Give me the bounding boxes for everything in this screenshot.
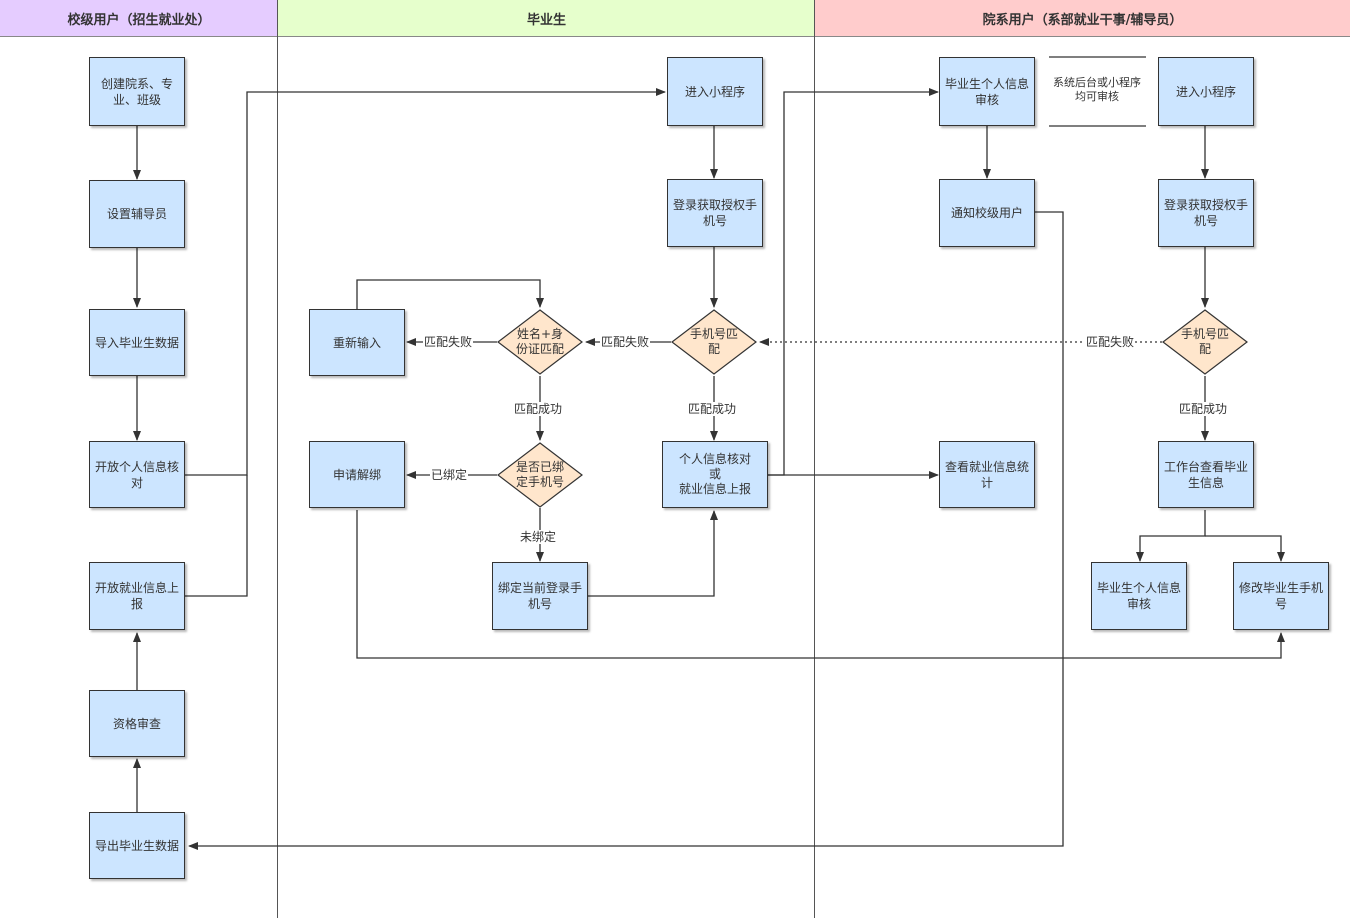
edge-label-success-dept: 匹配成功	[1178, 402, 1229, 416]
node-open-employment[interactable]: 开放就业信息上报	[89, 562, 185, 630]
node-dept-review[interactable]: 毕业生个人信息审核	[939, 57, 1035, 126]
edge-check-to-review	[768, 88, 939, 476]
edge-workbench-modify	[1205, 535, 1285, 562]
lane-divider-2	[814, 0, 815, 918]
node-personal-check[interactable]: 个人信息核对 或 就业信息上报	[662, 441, 768, 508]
edge-openemp-to-enter	[185, 475, 248, 597]
edge-open-to-enter	[185, 88, 666, 476]
node-dept-review2[interactable]: 毕业生个人信息审核	[1091, 562, 1187, 630]
edge-label-fail-dept: 匹配失败	[1085, 335, 1136, 349]
edge-label-bound: 已绑定	[430, 468, 469, 482]
note-review-either: 系统后台或小程序均可审核	[1053, 76, 1141, 103]
decision-label: 姓名+身份证匹配	[515, 327, 564, 356]
node-open-personal[interactable]: 开放个人信息核对	[89, 441, 185, 508]
node-view-stats[interactable]: 查看就业信息统计	[939, 441, 1035, 508]
node-grad-login[interactable]: 登录获取授权手机号	[667, 179, 763, 247]
diamond-shape	[1162, 309, 1248, 375]
node-grad-enter[interactable]: 进入小程序	[667, 57, 763, 126]
edge-unbind-to-modify	[356, 510, 1285, 659]
decision-dept-phone-match[interactable]: 手机号匹配	[1162, 309, 1248, 375]
diamond-shape	[671, 309, 757, 375]
lane-header-department: 院系用户（系部就业干事/辅导员）	[815, 0, 1350, 37]
edge-label-unbound: 未绑定	[519, 530, 558, 544]
lane-header-school: 校级用户（招生就业处）	[0, 0, 278, 37]
edge-label-fail-grad: 匹配失败	[600, 335, 651, 349]
lane-divider-1	[277, 0, 278, 918]
decision-is-bound[interactable]: 是否已绑定手机号	[497, 442, 583, 508]
node-dept-enter[interactable]: 进入小程序	[1158, 57, 1254, 126]
diamond-shape	[497, 442, 583, 508]
node-notify-school[interactable]: 通知校级用户	[939, 179, 1035, 247]
node-dept-login[interactable]: 登录获取授权手机号	[1158, 179, 1254, 247]
node-reenter[interactable]: 重新输入	[309, 309, 405, 376]
lane-header-graduate: 毕业生	[278, 0, 815, 37]
node-apply-unbind[interactable]: 申请解绑	[309, 441, 405, 508]
node-modify-phone[interactable]: 修改毕业生手机号	[1233, 562, 1329, 630]
node-import-grad[interactable]: 导入毕业生数据	[89, 309, 185, 376]
edge-label-fail-nameid: 匹配失败	[423, 335, 474, 349]
decision-label: 手机号匹配	[1180, 327, 1229, 356]
edge-bind-to-check	[588, 510, 718, 597]
node-create-dept[interactable]: 创建院系、专业、班级	[89, 57, 185, 126]
node-bind-phone[interactable]: 绑定当前登录手机号	[492, 562, 588, 630]
edge-label-success-nameid: 匹配成功	[513, 402, 564, 416]
decision-label: 手机号匹配	[689, 327, 738, 356]
edge-reenter-back	[356, 279, 544, 309]
edge-workbench-branch	[1136, 510, 1206, 562]
decision-name-id-match[interactable]: 姓名+身份证匹配	[497, 309, 583, 375]
decision-grad-phone-match[interactable]: 手机号匹配	[671, 309, 757, 375]
note-bracket	[1049, 56, 1146, 127]
diamond-shape	[497, 309, 583, 375]
edge-label-success-grad: 匹配成功	[687, 402, 738, 416]
decision-label: 是否已绑定手机号	[515, 460, 564, 489]
node-set-counselor[interactable]: 设置辅导员	[89, 180, 185, 248]
node-workbench[interactable]: 工作台查看毕业生信息	[1158, 441, 1254, 508]
node-qualification[interactable]: 资格审查	[89, 690, 185, 757]
node-export-grad[interactable]: 导出毕业生数据	[89, 812, 185, 879]
edge-notify-to-export	[188, 211, 1064, 850]
